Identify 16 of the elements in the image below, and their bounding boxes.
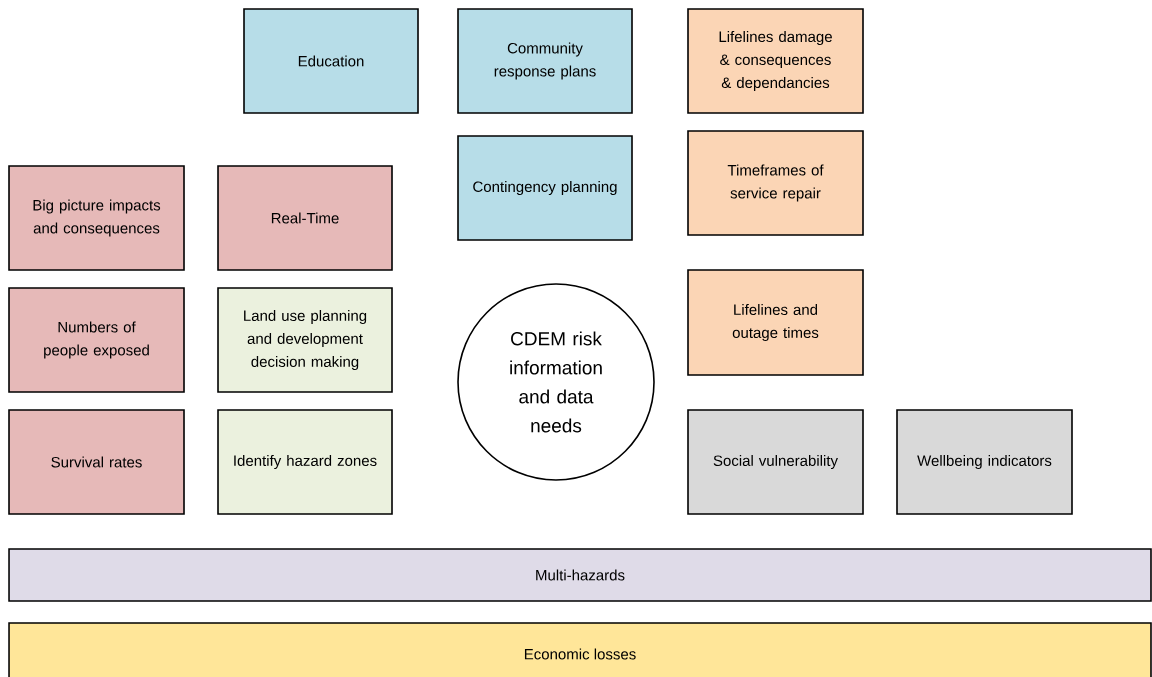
info-box: Timeframes of service repair (687, 130, 864, 236)
info-box: Contingency planning (457, 135, 633, 241)
info-box: Numbers of people exposed (8, 287, 185, 393)
info-box: Lifelines and outage times (687, 269, 864, 376)
info-box: Wellbeing indicators (896, 409, 1073, 515)
info-box: Big picture impacts and consequences (8, 165, 185, 271)
info-box: Education (243, 8, 419, 114)
info-box: Community response plans (457, 8, 633, 114)
category-band: Multi-hazards (8, 548, 1152, 602)
category-band: Economic losses (8, 622, 1152, 677)
info-box: Lifelines damage & consequences & dependancies (687, 8, 864, 114)
info-box: Social vulnerability (687, 409, 864, 515)
info-box: Land use planning and development decision making (217, 287, 393, 393)
info-box: Real-Time (217, 165, 393, 271)
info-box: Survival rates (8, 409, 185, 515)
info-box: Identify hazard zones (217, 409, 393, 515)
